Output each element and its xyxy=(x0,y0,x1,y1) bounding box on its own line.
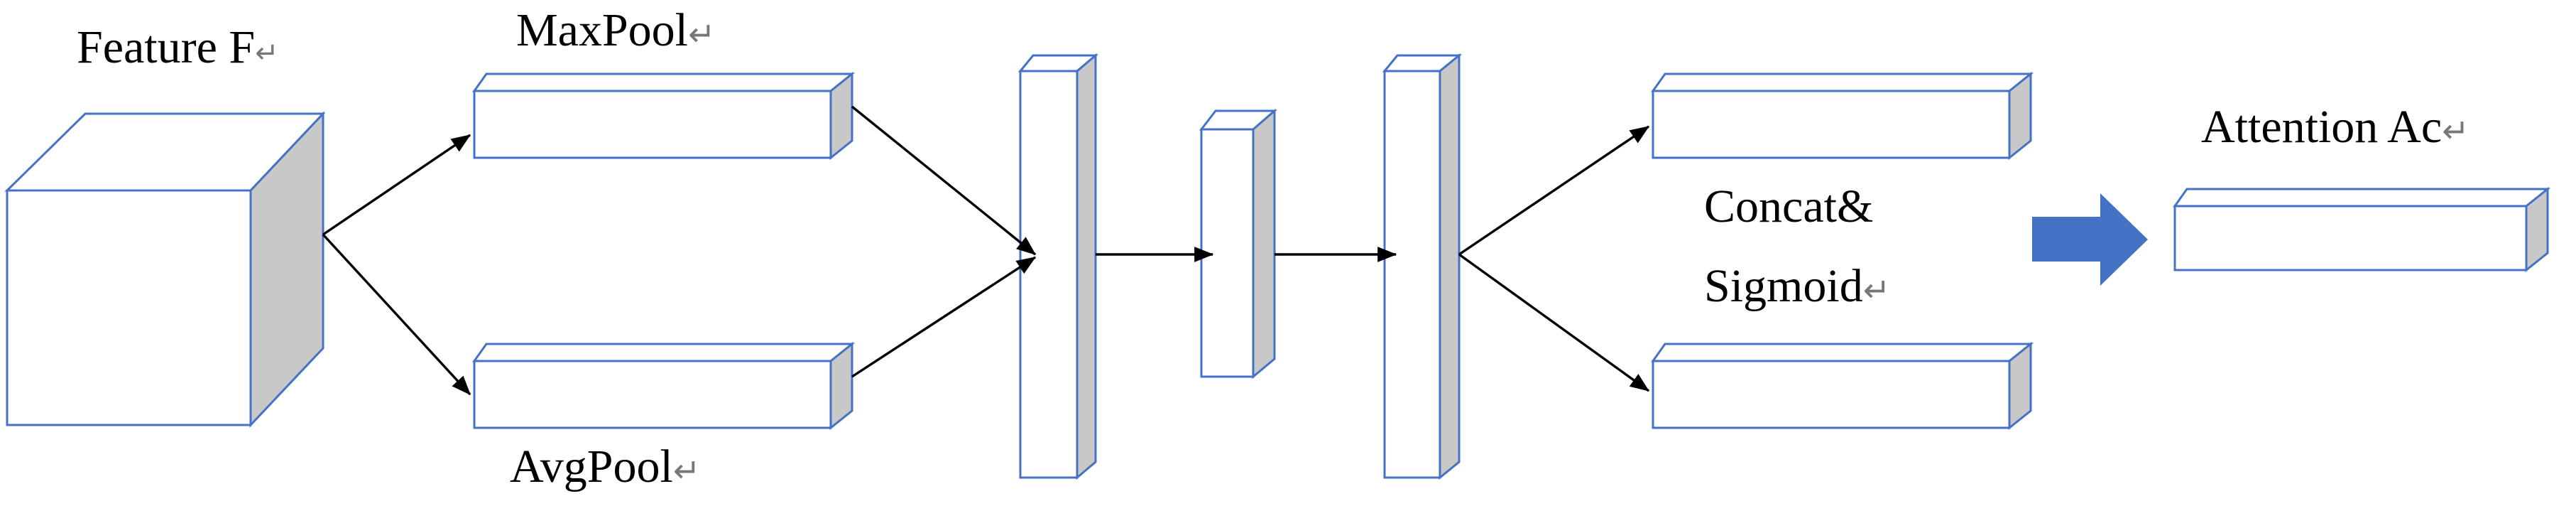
output-avg-box xyxy=(1651,341,2034,431)
feature-cube-front xyxy=(6,189,252,426)
avgpool-label: AvgPool↵ xyxy=(510,441,700,492)
dense-layer-1 xyxy=(1017,53,1099,480)
bottleneck-layer xyxy=(1199,108,1278,380)
feature-cube xyxy=(4,111,326,428)
maxpool-label: MaxPool↵ xyxy=(516,4,716,56)
arrow-avgpool-to-dense1 xyxy=(851,256,1037,378)
sigmoid-label: Sigmoid↵ xyxy=(1704,260,1890,312)
arrow-feature-to-avgpool xyxy=(322,233,471,396)
connectors xyxy=(322,105,1650,396)
maxpool-box xyxy=(472,71,856,161)
arrow-maxpool-to-dense1 xyxy=(851,105,1037,256)
concat-label: Concat& xyxy=(1704,181,1873,232)
output-max-box xyxy=(1651,71,2034,161)
arrow-dense2-to-output-max xyxy=(1458,125,1650,256)
arrow-feature-to-maxpool xyxy=(322,134,471,236)
feature-label: Feature F↵ xyxy=(77,21,279,73)
avgpool-box xyxy=(472,341,856,431)
dense-layer-2 xyxy=(1382,53,1463,480)
feature-cube-side xyxy=(249,111,324,428)
arrow-dense2-to-output-avg xyxy=(1458,253,1650,392)
big-blue-arrow xyxy=(2032,193,2148,286)
attention-box xyxy=(2173,186,2551,273)
attention-label: Attention Ac↵ xyxy=(2201,101,2469,153)
